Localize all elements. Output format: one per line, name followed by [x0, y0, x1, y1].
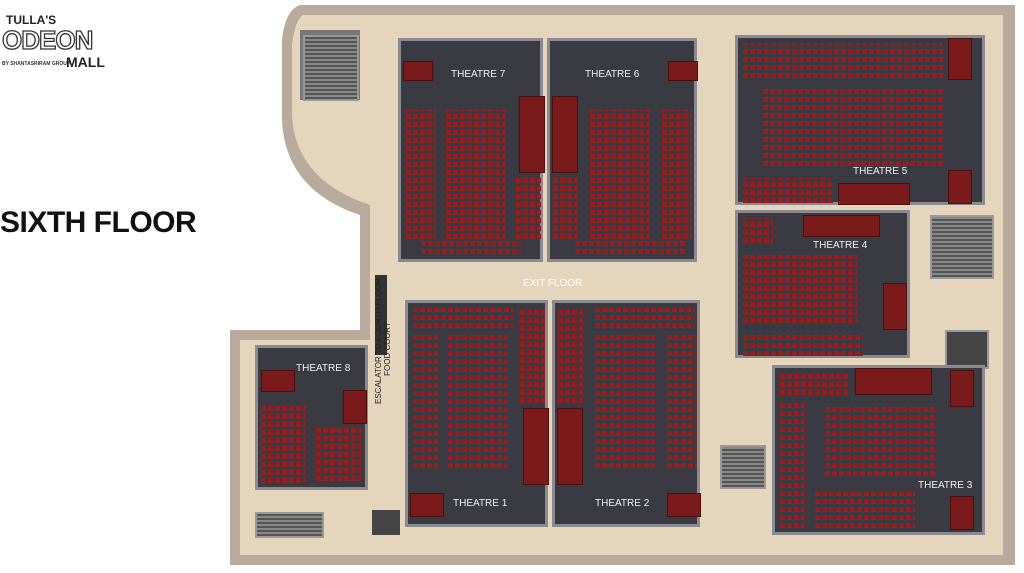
logo-mall: MALL — [66, 54, 105, 70]
theatre-1-label: THEATRE 1 — [453, 498, 508, 509]
theatre-6[interactable]: THEATRE 6 — [547, 38, 698, 262]
recliner-block — [948, 38, 972, 80]
theatre-3[interactable]: THEATRE 3 — [772, 365, 985, 535]
theatre-6-label: THEATRE 6 — [585, 69, 640, 80]
recliner-block — [855, 368, 932, 395]
seat-block — [780, 373, 850, 395]
exit-floor-label: EXIT FLOOR — [523, 278, 583, 289]
recliner-block — [261, 370, 295, 392]
recliner-block — [667, 493, 701, 517]
theatre-7-label: THEATRE 7 — [451, 69, 506, 80]
seat-block — [406, 109, 436, 239]
seat-block — [780, 403, 805, 528]
lift — [372, 510, 400, 535]
logo-top: TULLA'S — [6, 13, 57, 27]
theatre-7[interactable]: THEATRE 7 — [398, 38, 545, 262]
recliner-block — [950, 370, 974, 407]
recliner-block — [557, 408, 583, 485]
stairs-icon — [720, 445, 766, 489]
recliner-block — [410, 493, 444, 517]
theatre-2[interactable]: THEATRE 2 — [552, 300, 701, 527]
theatre-5[interactable]: THEATRE 5 — [735, 35, 985, 205]
recliner-block — [523, 408, 549, 485]
seat-block — [553, 176, 578, 239]
stairs-icon — [255, 512, 324, 538]
seat-block — [743, 178, 833, 203]
logo-sub: BY SHANTASRIRAM GROUP — [2, 61, 71, 67]
seat-block — [413, 333, 438, 468]
seat-block — [448, 333, 508, 468]
seat-block — [815, 492, 915, 528]
seat-block — [520, 308, 545, 403]
logo-main: ODEON — [1, 25, 94, 55]
seat-block — [316, 426, 361, 481]
recliner-block — [403, 61, 433, 81]
seat-block — [446, 109, 506, 239]
recliner-block — [803, 215, 880, 237]
escalator-line1: ESCALATOR TO FOURTH FLOOR — [374, 278, 383, 404]
escalator-label: ESCALATOR TO FOURTH FLOOR FOOD COURT — [374, 278, 392, 404]
odeon-mall-logo: TULLA'S ODEON BY SHANTASRIRAM GROUP MALL — [1, 13, 105, 74]
seat-block — [516, 176, 541, 239]
floor-title: SIXTH FLOOR — [0, 206, 197, 239]
recliner-block — [950, 496, 974, 530]
theatre-4[interactable]: THEATRE 4 — [735, 210, 910, 358]
theatre-8-label: THEATRE 8 — [296, 363, 351, 374]
recliner-block — [883, 283, 907, 330]
seat-block — [575, 239, 685, 254]
seat-block — [662, 109, 692, 239]
theatre-2-label: THEATRE 2 — [595, 498, 650, 509]
recliner-block — [948, 170, 972, 204]
seat-block — [743, 43, 943, 78]
escalator-line2: FOOD COURT — [383, 322, 392, 376]
lift — [945, 330, 989, 369]
seat-block — [261, 403, 306, 483]
seat-block — [667, 333, 697, 468]
recliner-block — [552, 96, 578, 173]
theatre-3-label: THEATRE 3 — [918, 480, 973, 491]
theatre-1[interactable]: THEATRE 1 — [405, 300, 549, 527]
seat-block — [763, 86, 943, 166]
seat-block — [595, 308, 695, 328]
theatre-4-label: THEATRE 4 — [813, 240, 868, 251]
stairs-icon — [930, 215, 994, 279]
recliner-block — [519, 96, 545, 173]
seat-block — [590, 109, 650, 239]
theatre-5-label: THEATRE 5 — [853, 166, 908, 177]
seat-block — [743, 331, 863, 356]
seat-block — [421, 239, 521, 254]
recliner-block — [668, 61, 698, 81]
recliner-block — [838, 183, 910, 205]
stairs-icon — [303, 35, 359, 101]
seat-block — [558, 308, 583, 403]
recliner-block — [343, 390, 367, 424]
seat-block — [743, 255, 858, 323]
seat-block — [413, 308, 513, 328]
seat-block — [825, 406, 935, 476]
seat-block — [743, 218, 773, 243]
theatre-8[interactable]: THEATRE 8 — [255, 345, 368, 490]
seat-block — [595, 333, 655, 468]
